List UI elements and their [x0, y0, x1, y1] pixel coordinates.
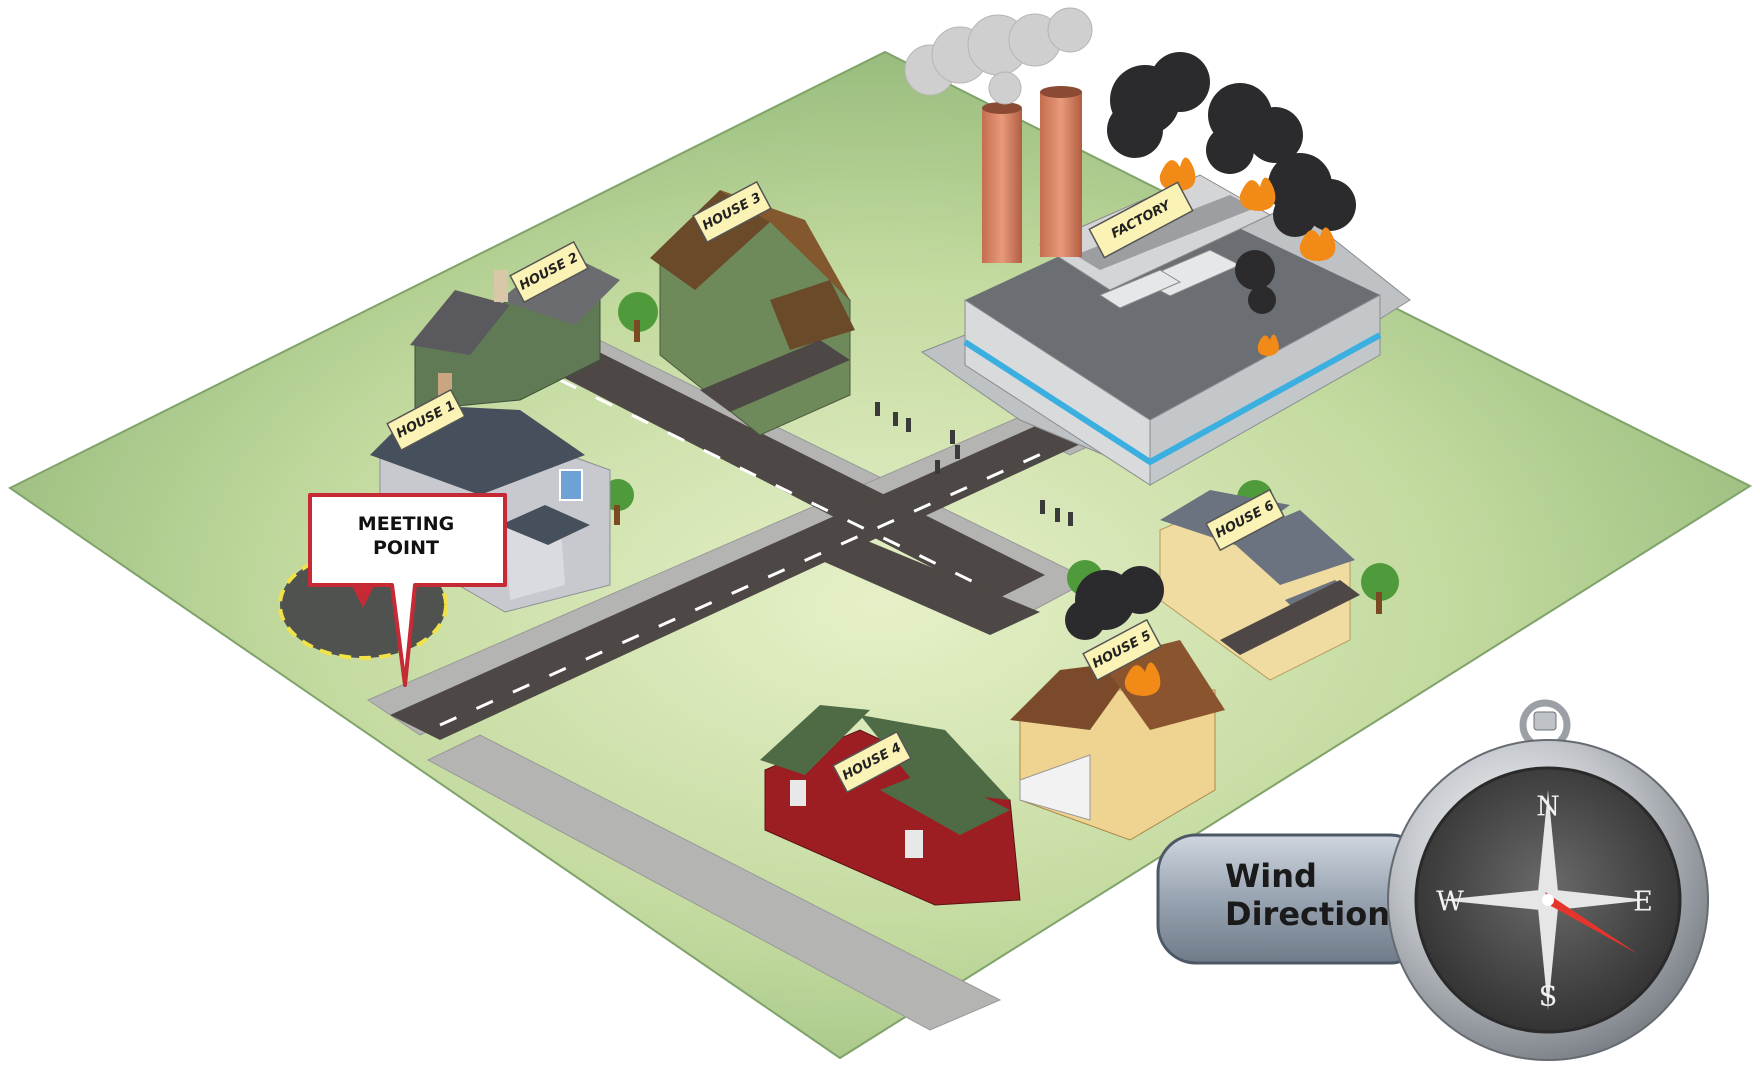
wind-label-line1: Wind	[1225, 857, 1317, 895]
compass-needle	[1545, 892, 1638, 954]
steam-cloud	[904, 7, 1093, 105]
sign-house-4: HOUSE 4	[832, 730, 912, 794]
fire-icon	[1124, 662, 1161, 696]
wind-label-line2: Direction	[1225, 895, 1390, 933]
road-southwest	[390, 415, 1100, 740]
compass-south: S	[1539, 982, 1558, 1013]
road-dashes	[439, 378, 1051, 727]
house-5-smoke	[1065, 566, 1164, 640]
compass-north: N	[1536, 792, 1560, 823]
smokestack-left	[982, 108, 1022, 263]
meeting-point-label-line2: POINT	[373, 537, 439, 559]
road-south	[820, 540, 1040, 635]
compass-icon: N S E W	[1387, 699, 1709, 1061]
fire-icon	[1159, 157, 1336, 356]
compass-east: E	[1633, 887, 1653, 918]
evacuating-people	[875, 402, 1073, 526]
smoke-icon	[1107, 52, 1356, 314]
house-2	[410, 250, 620, 411]
meeting-point-label-line1: MEETING	[358, 513, 454, 535]
house-6	[1159, 490, 1360, 681]
roads	[390, 330, 1100, 740]
smokestack-right	[1040, 92, 1082, 257]
factory	[920, 86, 1411, 486]
meeting-point-callout: MEETING POINT	[308, 493, 507, 687]
compass-west: W	[1436, 887, 1464, 918]
sign-house-1: HOUSE 1	[386, 388, 466, 452]
road-northwest	[510, 330, 1045, 600]
